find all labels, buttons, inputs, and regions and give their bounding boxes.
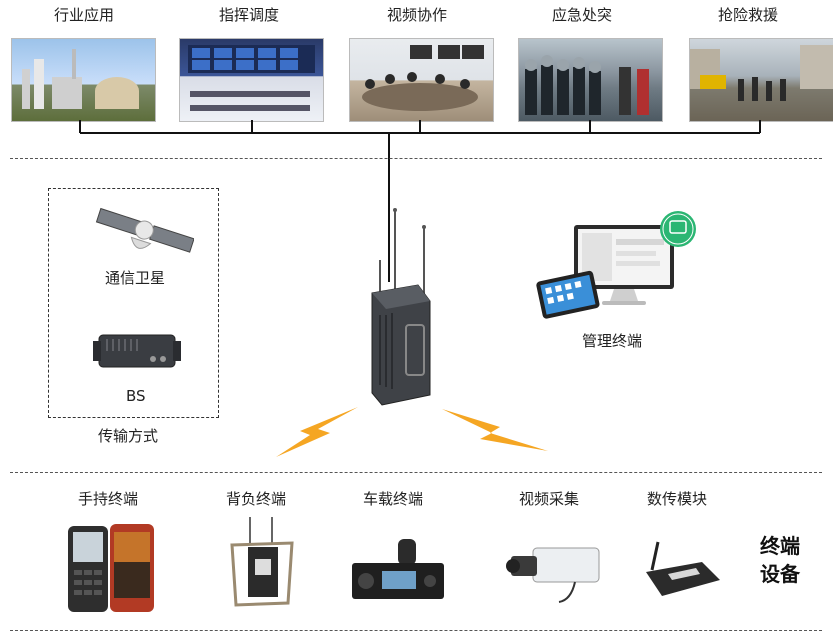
satellite-label: 通信卫星	[105, 269, 166, 287]
command-dispatch-image	[179, 38, 324, 122]
industry-application-image	[11, 38, 156, 122]
app-label-emergency: 应急处突	[552, 6, 613, 24]
vehicle-terminal-icon	[352, 539, 444, 599]
section-divider-footer	[10, 630, 822, 631]
management-terminal-icon	[536, 211, 696, 319]
control-room-illustration	[188, 45, 315, 111]
terminal-group-line2: 设备	[760, 562, 800, 586]
handheld-terminal-label: 手持终端	[78, 490, 139, 508]
manpack-terminal-icon	[230, 517, 294, 607]
right-lightning-icon	[442, 409, 548, 451]
app-label-industry: 行业应用	[54, 6, 115, 24]
handheld-terminal-icon	[68, 524, 154, 612]
terminal-equipment-group-label: 终端 设备	[760, 532, 800, 588]
data-transmission-module-icon	[646, 541, 720, 596]
central-radio-device	[371, 208, 431, 406]
management-terminal-label: 管理终端	[582, 332, 643, 350]
flood-rescue-illustration	[690, 45, 833, 101]
transmission-box: 通信卫星 BS	[48, 188, 219, 418]
left-lightning-icon	[276, 407, 358, 457]
transmission-group-label: 传输方式	[98, 427, 159, 445]
video-collaboration-image	[349, 38, 494, 122]
app-label-video: 视频协作	[387, 6, 448, 24]
riot-police-illustration	[525, 55, 649, 115]
app-label-command: 指挥调度	[219, 6, 280, 24]
rescue-operation-image	[689, 38, 833, 122]
meeting-room-illustration	[362, 45, 484, 111]
video-capture-label: 视频采集	[519, 490, 580, 508]
management-terminal-group	[536, 205, 706, 320]
manpack-terminal-label: 背负终端	[226, 490, 287, 508]
section-divider-top	[10, 158, 822, 159]
base-station-icon	[93, 334, 181, 368]
data-module-label: 数传模块	[647, 490, 708, 508]
bs-label: BS	[126, 387, 146, 405]
section-divider-bottom	[10, 472, 822, 473]
video-capture-camera-icon	[506, 547, 600, 603]
terminal-group-line1: 终端	[760, 534, 800, 558]
satellite-icon	[95, 207, 194, 253]
app-label-rescue: 抢险救援	[718, 6, 779, 24]
vehicle-terminal-label: 车载终端	[363, 490, 424, 508]
emergency-response-image	[518, 38, 663, 122]
factory-illustration	[22, 49, 139, 109]
